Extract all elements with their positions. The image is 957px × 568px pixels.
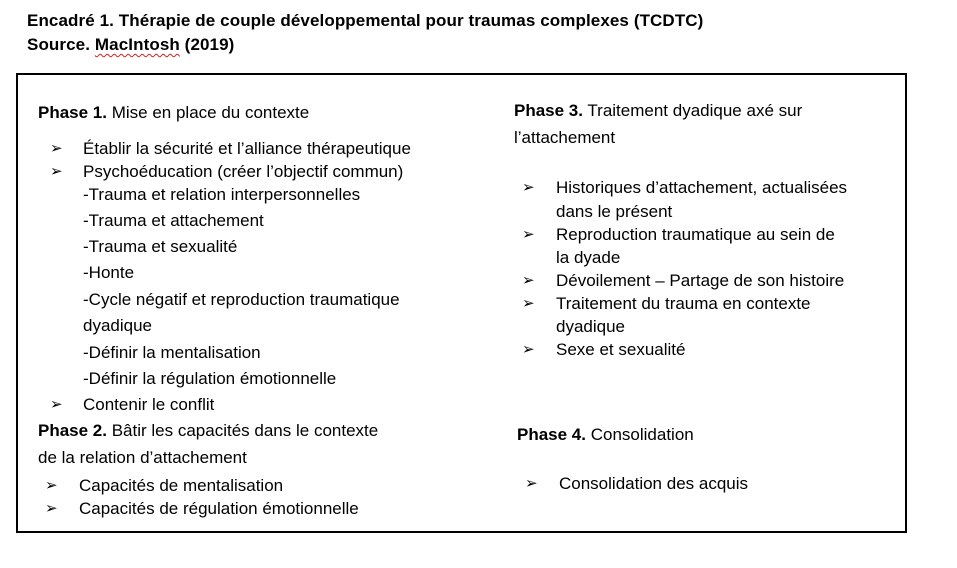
phase3-item: Reproduction traumatique au sein de	[556, 225, 835, 244]
phase2-item: Capacités de régulation émotionnelle	[79, 499, 359, 518]
phase3-heading-continued: l’attachement	[514, 128, 616, 147]
phase3-item-continued: dans le présent	[556, 202, 673, 221]
bullet-arrow-icon: ➢	[522, 341, 535, 358]
box-caption-source: Source. MacIntosh (2019)	[27, 35, 235, 54]
bullet-arrow-icon: ➢	[522, 295, 535, 312]
bullet-arrow-icon: ➢	[522, 272, 535, 289]
bullet-arrow-icon: ➢	[50, 140, 63, 157]
phase1-subitem: -Définir la mentalisation	[83, 343, 261, 362]
phase2-heading-continued: de la relation d’attachement	[38, 448, 247, 467]
phase1-item: Établir la sécurité et l’alliance thérap…	[83, 139, 411, 158]
phase3-item: Traitement du trauma en contexte	[556, 294, 811, 313]
phase1-subitem: -Honte	[83, 263, 135, 282]
box-caption-title: Encadré 1. Thérapie de couple développem…	[27, 11, 704, 30]
phase1-subitem-continued: dyadique	[83, 316, 153, 335]
bullet-arrow-icon: ➢	[522, 179, 535, 196]
phase2-heading: Phase 2. Bâtir les capacités dans le con…	[38, 421, 379, 440]
phase3-item: Dévoilement – Partage de son histoire	[556, 271, 845, 290]
phase4-heading: Phase 4. Consolidation	[517, 425, 694, 444]
phase1-heading: Phase 1. Mise en place du contexte	[38, 103, 310, 122]
bullet-arrow-icon: ➢	[50, 396, 63, 413]
phase3-item-continued: dyadique	[556, 317, 626, 336]
phase1-subitem: -Définir la régulation émotionnelle	[83, 369, 337, 388]
phase1-subitem: -Trauma et relation interpersonnelles	[83, 185, 361, 204]
bullet-arrow-icon: ➢	[45, 477, 58, 494]
phase4-item: Consolidation des acquis	[559, 474, 749, 493]
phase1-item: Psychoéducation (créer l’objectif commun…	[83, 162, 404, 181]
bullet-arrow-icon: ➢	[45, 500, 58, 517]
phase1-subitem: -Cycle négatif et reproduction traumatiq…	[83, 290, 400, 309]
phase1-item: Contenir le conflit	[83, 395, 215, 414]
phase2-item: Capacités de mentalisation	[79, 476, 284, 495]
phase1-subitem: -Trauma et sexualité	[83, 237, 238, 256]
bullet-arrow-icon: ➢	[525, 475, 538, 492]
source-author: MacIntosh	[94, 35, 180, 54]
phase3-item-continued: la dyade	[556, 248, 621, 267]
bullet-arrow-icon: ➢	[522, 226, 535, 243]
phase1-subitem: -Trauma et attachement	[83, 211, 264, 230]
phase3-item: Sexe et sexualité	[556, 340, 686, 359]
phase3-item: Historiques d’attachement, actualisées	[556, 178, 848, 197]
bullet-arrow-icon: ➢	[50, 163, 63, 180]
phases-box	[16, 73, 907, 533]
phase3-heading: Phase 3. Traitement dyadique axé sur	[514, 101, 803, 120]
